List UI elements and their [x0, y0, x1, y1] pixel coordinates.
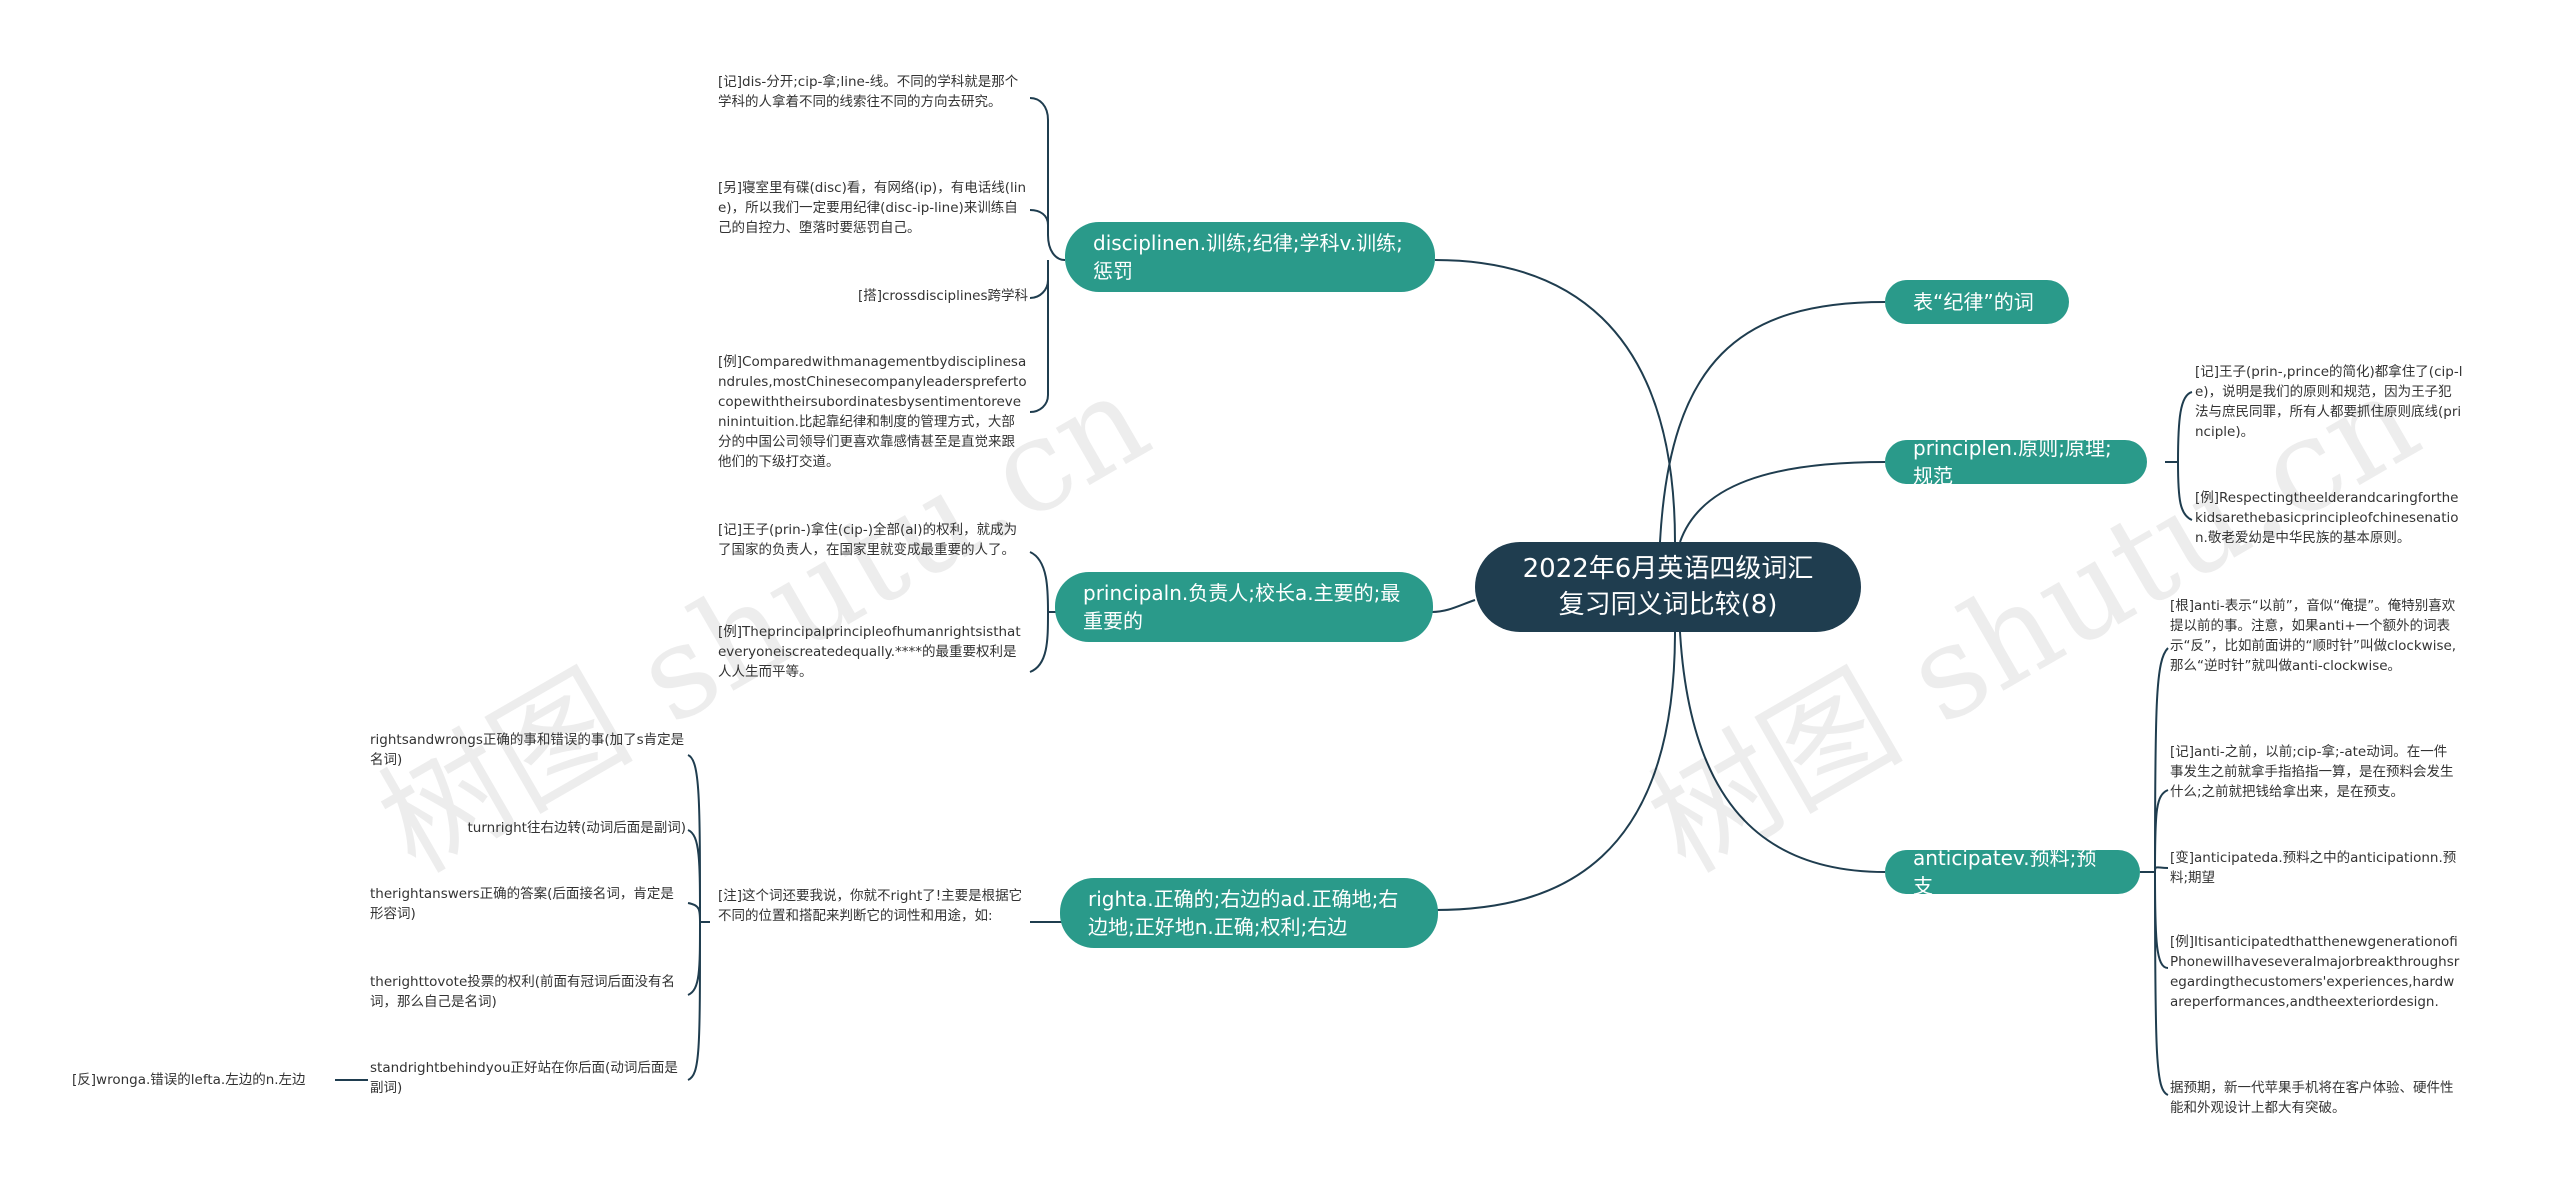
leaf-principle-2: [例]Respectingtheelderandcaringforthekids…	[2195, 490, 2459, 546]
leaf-right-1: rightsandwrongs正确的事和错误的事(加了s肯定是名词)	[370, 732, 685, 768]
branch-discipline-label: disciplinen.训练;纪律;学科v.训练;惩罚	[1093, 231, 1403, 283]
leaf-right-3: therightanswers正确的答案(后面接名词，肯定是形容词)	[370, 886, 674, 922]
link-anticipate-bracket	[2140, 647, 2169, 1096]
branch-anticipate-label: anticipatev.预料;预支	[1913, 846, 2097, 898]
branch-discipline-word-label: 表“纪律”的词	[1913, 290, 2034, 314]
leaf-anticipate-1: [根]anti-表示“以前”，音似“俺提”。俺特别喜欢提以前的事。注意，如果an…	[2170, 598, 2457, 674]
branch-principle-label: principlen.原则;原理;规范	[1913, 436, 2112, 488]
leaf-discipline-3: [搭]crossdisciplines跨学科	[857, 288, 1028, 304]
branch-discipline[interactable]: disciplinen.训练;纪律;学科v.训练;惩罚	[1065, 222, 1435, 292]
link-principle-bracket	[2165, 391, 2193, 521]
leaf-discipline-4: [例]Comparedwithmanagementbydisciplinesan…	[718, 354, 1027, 470]
leaf-right-2: turnright往右边转(动词后面是副词)	[467, 820, 686, 836]
branch-principal-label: principaln.负责人;校长a.主要的;最重要的	[1083, 581, 1401, 633]
leaf-principal-2: [例]Theprincipalprincipleofhumanrightsist…	[718, 624, 1021, 680]
leaf-right-5-sub: [反]wronga.错误的lefta.左边的n.左边	[72, 1072, 306, 1088]
leaf-discipline-1: [记]dis-分开;cip-拿;line-线。不同的学科就是那个学科的人拿着不同…	[718, 74, 1019, 110]
leaf-discipline-2: [另]寝室里有碟(disc)看，有网络(ip)，有电话线(line)，所以我们一…	[718, 180, 1027, 236]
link-root-principle	[1679, 461, 1886, 543]
link-root-right	[1434, 631, 1676, 911]
leaf-right-4: therighttovote投票的权利(前面有冠词后面没有名词，那么自己是名词)	[370, 974, 676, 1010]
leaf-right-5: standrightbehindyou正好站在你后面(动词后面是副词)	[370, 1060, 678, 1096]
link-root-principal	[1431, 599, 1476, 613]
branch-discipline-word[interactable]: 表“纪律”的词	[1885, 280, 2069, 324]
leaf-anticipate-4: [例]Itisanticipatedthatthenewgenerationof…	[2170, 934, 2460, 1010]
leaf-principal-1: [记]王子(prin-)拿住(cip-)全部(al)的权利，就成为了国家的负责人…	[718, 522, 1018, 558]
link-discipline-bracket	[1029, 97, 1066, 413]
leaf-anticipate-5: 据预期，新一代苹果手机将在客户体验、硬件性能和外观设计上都大有突破。	[2170, 1080, 2454, 1116]
branch-right-label: righta.正确的;右边的ad.正确地;右边地;正好地n.正确;权利;右边	[1088, 887, 1399, 939]
leaf-right-note: [注]这个词还要我说，你就不right了!主要是根据它不同的位置和搭配来判断它的…	[718, 888, 1023, 924]
root-topic[interactable]: 2022年6月英语四级词汇复习同义词比较(8)	[1475, 542, 1861, 632]
leaf-anticipate-2: [记]anti-之前，以前;cip-拿;-ate动词。在一件事发生之前就拿手指掐…	[2170, 744, 2454, 800]
branch-right[interactable]: righta.正确的;右边的ad.正确地;右边地;正好地n.正确;权利;右边	[1060, 878, 1438, 948]
link-root-discipline	[1434, 259, 1676, 543]
leaf-anticipate-3: [变]anticipateda.预料之中的anticipationn.预料;期望	[2170, 850, 2457, 886]
branch-principle[interactable]: principlen.原则;原理;规范	[1885, 436, 2147, 488]
root-title: 2022年6月英语四级词汇复习同义词比较(8)	[1522, 554, 1814, 620]
link-root-discipline-word	[1659, 301, 1886, 543]
leaf-principle-1: [记]王子(prin-,prince的简化)都拿住了(cip-le)，说明是我们…	[2195, 364, 2463, 440]
link-right-bracket	[687, 754, 710, 1081]
link-root-anticipate	[1679, 631, 1886, 873]
branch-principal[interactable]: principaln.负责人;校长a.主要的;最重要的	[1055, 572, 1433, 642]
branch-anticipate[interactable]: anticipatev.预料;预支	[1885, 846, 2140, 898]
